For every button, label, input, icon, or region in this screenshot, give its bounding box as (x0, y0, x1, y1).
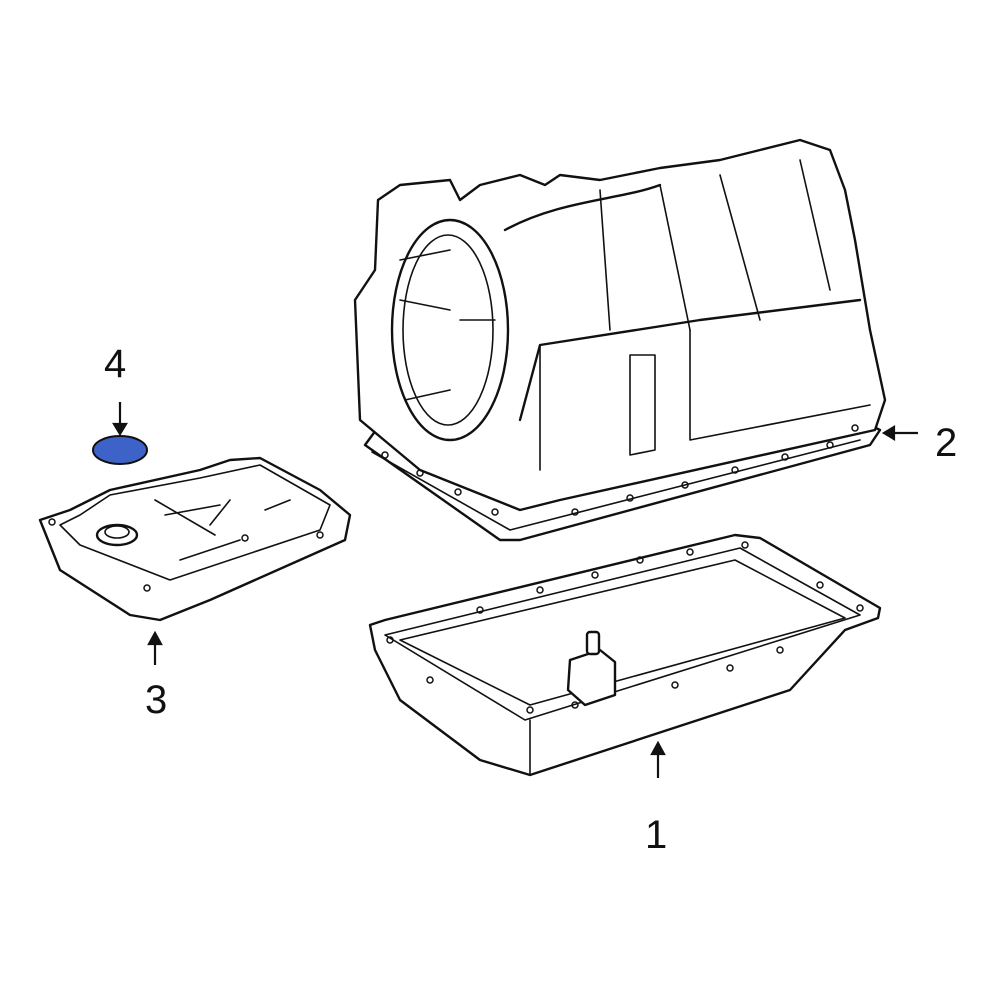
oil-strainer (38, 456, 352, 622)
oil-pan (368, 533, 882, 777)
callout-number-2: 2 (935, 421, 958, 465)
callout-number-4: 4 (104, 342, 127, 386)
transmission-housing (353, 138, 887, 542)
callout-number-1: 1 (645, 813, 668, 857)
o-ring-highlight[interactable] (92, 435, 148, 465)
callout-number-3: 3 (145, 678, 168, 722)
callout-arrows (112, 402, 918, 778)
